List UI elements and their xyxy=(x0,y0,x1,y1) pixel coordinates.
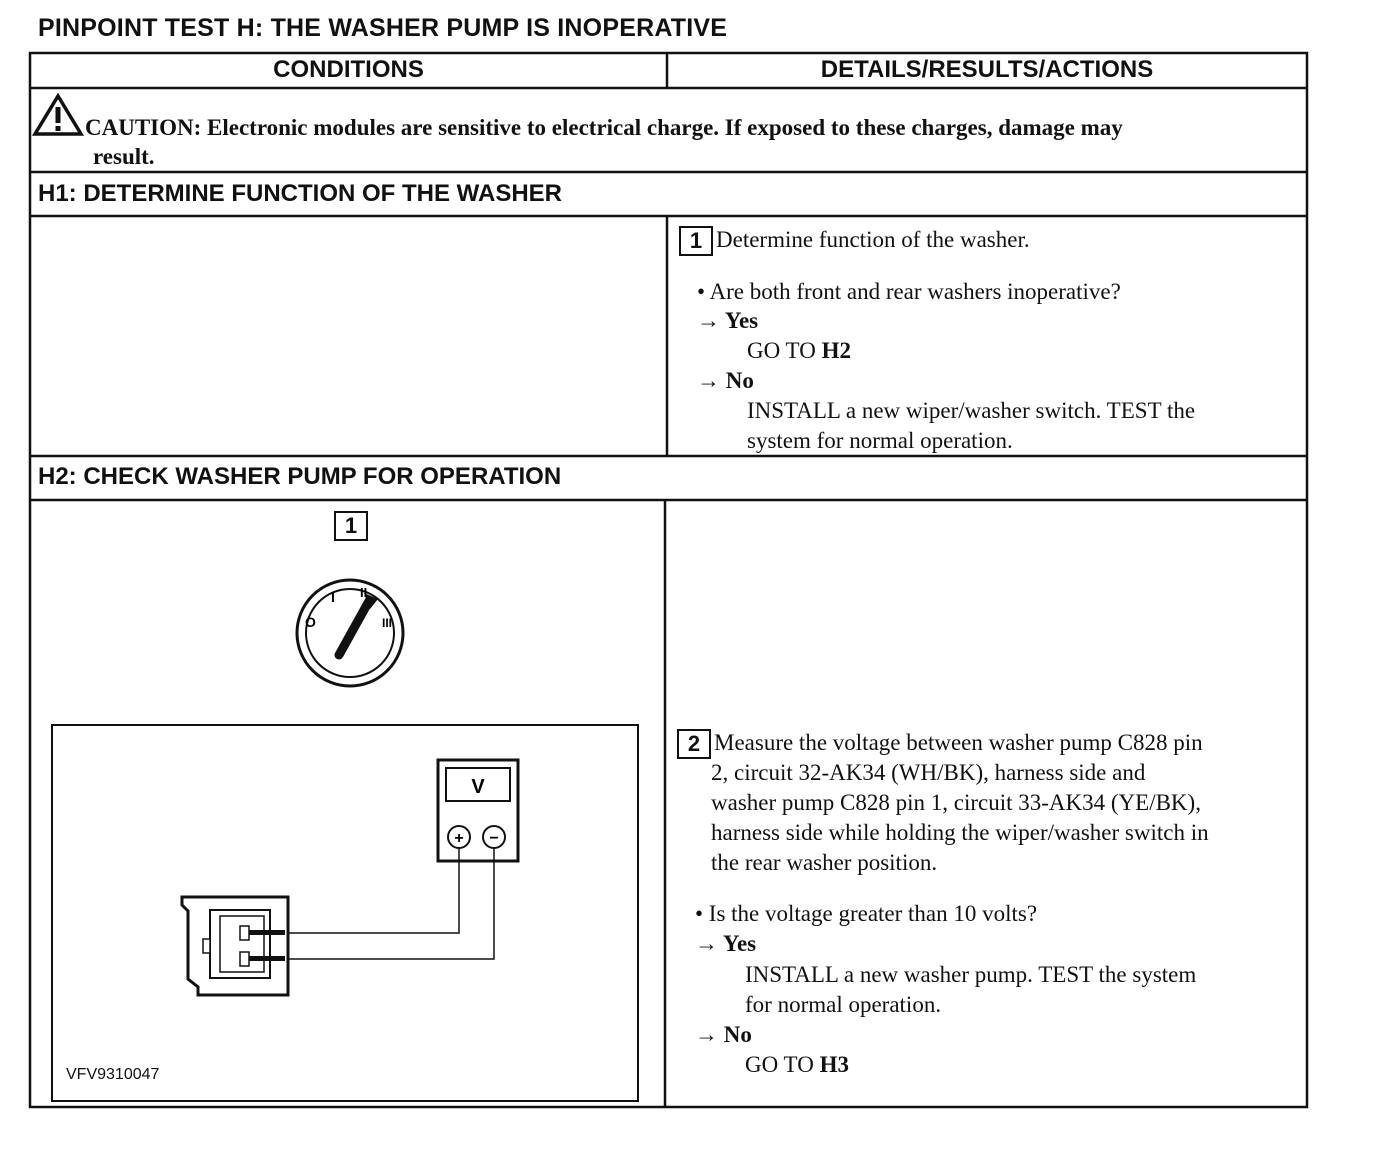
result-no-label: → No xyxy=(697,368,754,393)
ignition-pos-3: III xyxy=(382,616,392,630)
figure-id-label: VFV9310047 xyxy=(66,1066,160,1083)
result-yes-action: GO TO H2 xyxy=(747,338,851,363)
caution-text-line2: result. xyxy=(93,144,155,169)
meter-label: V xyxy=(471,776,485,798)
result-no-action: GO TO H3 xyxy=(745,1052,849,1077)
result-yes-action-line2: for normal operation. xyxy=(745,992,942,1017)
step-instruction-line5: the rear washer position. xyxy=(711,850,938,875)
column-header-conditions: CONDITIONS xyxy=(273,56,424,83)
section-heading-h1: H1: DETERMINE FUNCTION OF THE WASHER xyxy=(38,180,563,207)
step-instruction-line1: Measure the voltage between washer pump … xyxy=(714,730,1203,755)
meter-minus-terminal: − xyxy=(489,830,498,847)
result-no-action-line2: system for normal operation. xyxy=(747,428,1013,453)
meter-plus-terminal: + xyxy=(454,830,463,847)
test-question: • Is the voltage greater than 10 volts? xyxy=(695,901,1038,926)
test-question: • Are both front and rear washers inoper… xyxy=(697,279,1121,304)
result-yes-action-line1: INSTALL a new washer pump. TEST the syst… xyxy=(745,962,1197,987)
column-header-details: DETAILS/RESULTS/ACTIONS xyxy=(820,56,1154,83)
step-instruction-line3: washer pump C828 pin 1, circuit 33-AK34 … xyxy=(711,790,1201,815)
result-no-label: → No xyxy=(695,1022,752,1047)
page-title: PINPOINT TEST H: THE WASHER PUMP IS INOP… xyxy=(38,14,728,42)
result-yes-label: → Yes xyxy=(695,931,757,956)
step-number-box: 1 xyxy=(679,226,713,256)
ignition-switch-illustration: O I II III xyxy=(295,578,405,688)
warning-triangle-icon xyxy=(32,93,84,136)
voltmeter-connection-diagram: V + − xyxy=(51,724,639,1102)
section-heading-h2: H2: CHECK WASHER PUMP FOR OPERATION xyxy=(38,463,562,490)
result-no-action-line1: INSTALL a new wiper/washer switch. TEST … xyxy=(747,398,1196,423)
ignition-pos-2: II xyxy=(360,585,367,600)
step-instruction-line4: harness side while holding the wiper/was… xyxy=(711,820,1209,845)
figure-step-number-box: 1 xyxy=(334,511,368,541)
step-instruction-line2: 2, circuit 32-AK34 (WH/BK), harness side… xyxy=(711,760,1146,785)
caution-text-line1: CAUTION: Electronic modules are sensitiv… xyxy=(85,115,1123,140)
ignition-pos-0: O xyxy=(305,614,316,630)
ignition-pos-1: I xyxy=(331,589,335,605)
step-instruction: Determine function of the washer. xyxy=(716,227,1030,252)
step-number-box: 2 xyxy=(677,729,711,759)
result-yes-label: → Yes xyxy=(697,308,759,333)
